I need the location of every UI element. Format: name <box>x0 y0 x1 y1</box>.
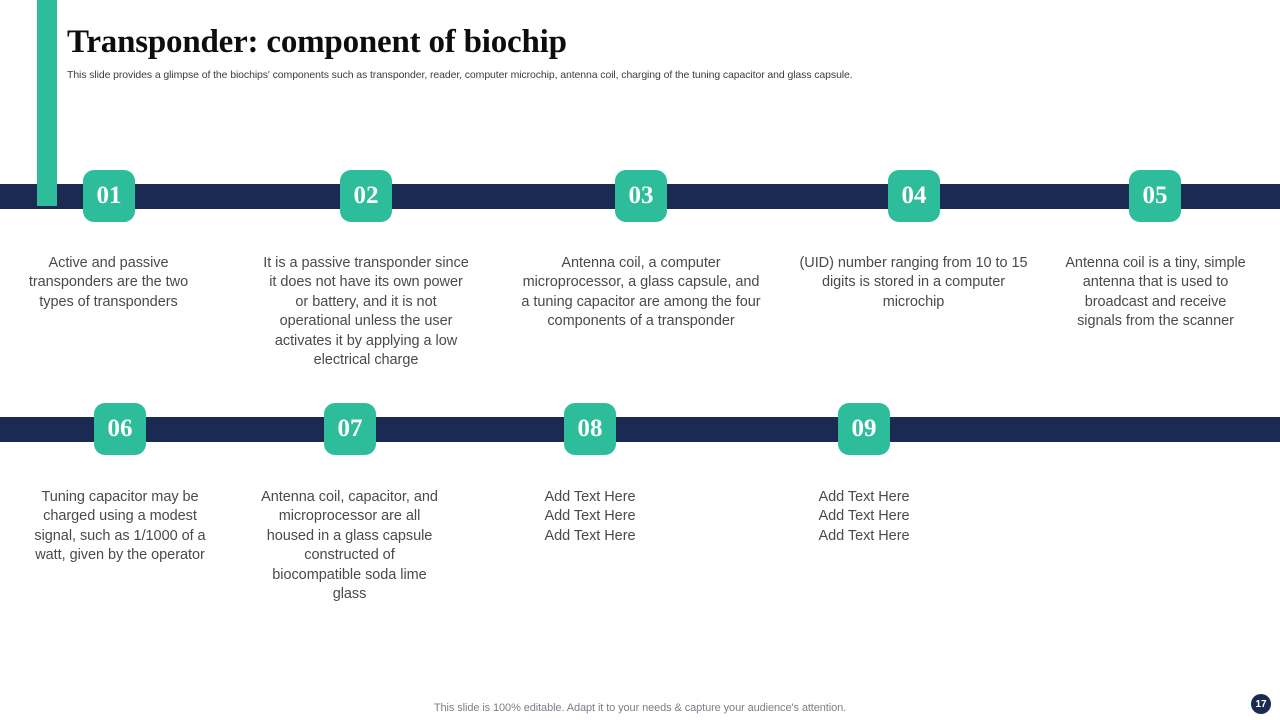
step-badge-03[interactable]: 03 <box>615 170 667 222</box>
page-number-badge: 17 <box>1251 694 1271 714</box>
step-text-06: Tuning capacitor may be charged using a … <box>34 489 206 564</box>
step-text-05: Antenna coil is a tiny, simple antenna t… <box>1065 255 1246 330</box>
timeline-rail-row-2 <box>0 417 1280 442</box>
page-subtitle: This slide provides a glimpse of the bio… <box>67 69 853 81</box>
step-badge-08[interactable]: 08 <box>564 403 616 455</box>
step-badge-06[interactable]: 06 <box>94 403 146 455</box>
step-badge-07[interactable]: 07 <box>324 403 376 455</box>
step-text-08: Add Text Here Add Text Here Add Text Her… <box>544 489 636 544</box>
title-accent-bar <box>37 0 57 206</box>
step-text-04: (UID) number ranging from 10 to 15 digit… <box>799 255 1028 310</box>
step-text-03: Antenna coil, a computer microprocessor,… <box>521 255 761 330</box>
step-text-07: Antenna coil, capacitor, and microproces… <box>261 489 438 603</box>
step-badge-09[interactable]: 09 <box>838 403 890 455</box>
step-badge-01[interactable]: 01 <box>83 170 135 222</box>
step-text-09: Add Text Here Add Text Here Add Text Her… <box>818 489 910 544</box>
step-badge-05[interactable]: 05 <box>1129 170 1181 222</box>
step-text-01: Active and passive transponders are the … <box>28 255 189 310</box>
step-badge-04[interactable]: 04 <box>888 170 940 222</box>
step-badge-02[interactable]: 02 <box>340 170 392 222</box>
footer-note: This slide is 100% editable. Adapt it to… <box>433 702 847 714</box>
step-text-02: It is a passive transponder since it doe… <box>263 255 469 369</box>
page-title: Transponder: component of biochip <box>67 24 567 60</box>
